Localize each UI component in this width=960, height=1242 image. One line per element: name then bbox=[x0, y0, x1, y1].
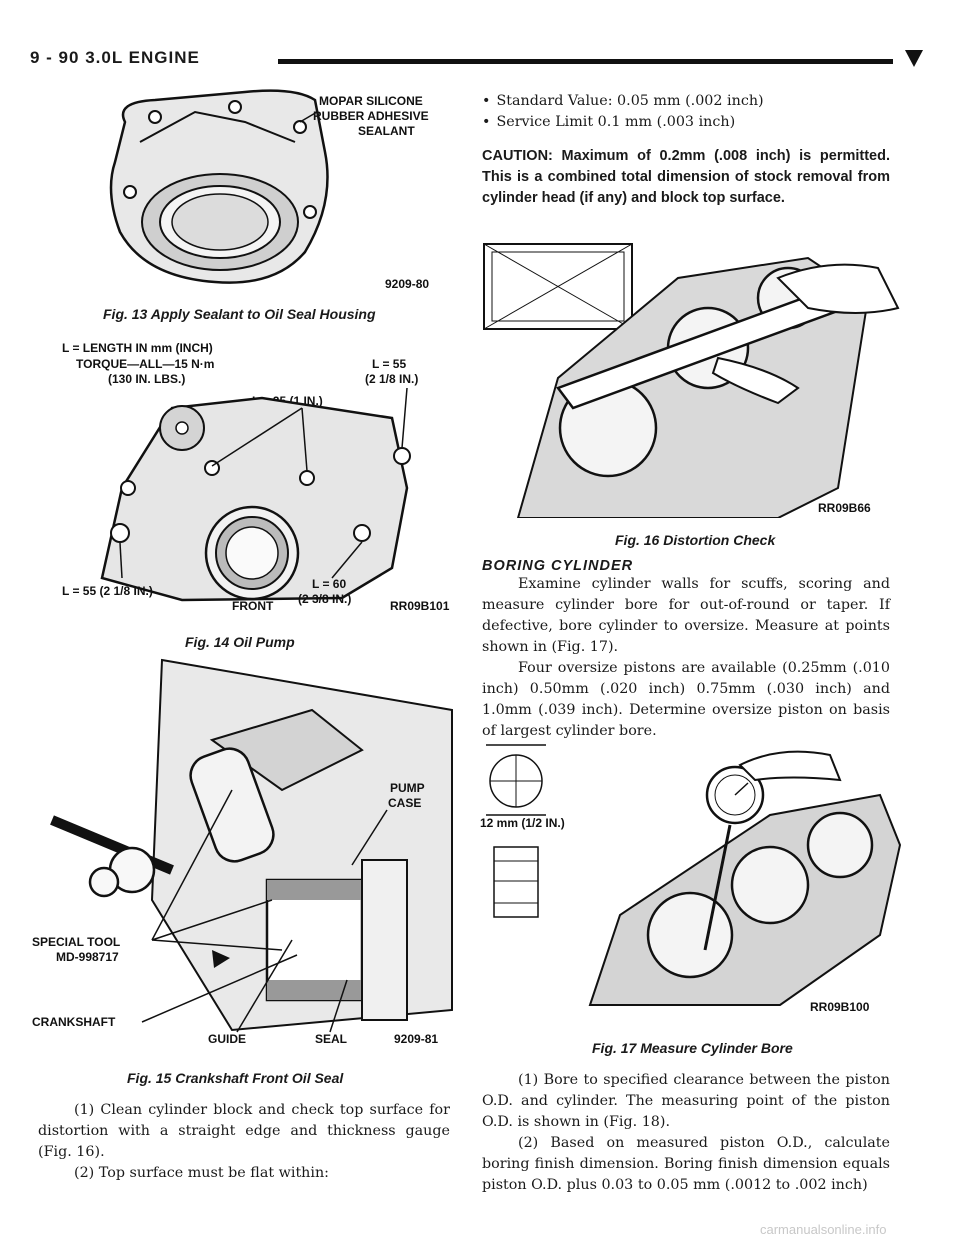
left-para-1: (1) Clean cylinder block and check top s… bbox=[38, 1100, 450, 1163]
fig16-ref: RR09B66 bbox=[818, 501, 871, 515]
bullet-standard: • Standard Value: 0.05 mm (.002 inch) bbox=[482, 91, 764, 112]
fig13-sealant-line2: RUBBER ADHESIVE bbox=[313, 109, 429, 123]
boring-para-2-text: Four oversize pistons are available (0.2… bbox=[482, 660, 890, 739]
boring-para-1: Examine cylinder walls for scuffs, scori… bbox=[482, 574, 890, 658]
fig17-dim: 12 mm (1/2 IN.) bbox=[480, 816, 565, 830]
bore-para-2-text: (2) Based on measured piston O.D., calcu… bbox=[482, 1135, 890, 1193]
section-title-boring: BORING CYLINDER bbox=[482, 558, 634, 574]
fig14-l60-1: L = 60 bbox=[312, 577, 346, 591]
boring-para-1-text: Examine cylinder walls for scuffs, scori… bbox=[482, 576, 890, 655]
left-para-1-text: (1) Clean cylinder block and check top s… bbox=[38, 1102, 450, 1160]
fig14-legend-line1: L = LENGTH IN mm (INCH) bbox=[62, 341, 213, 355]
fig14-l60-2: (2 3/8 IN.) bbox=[298, 592, 351, 606]
watermark: carmanualsonline.info bbox=[760, 1222, 887, 1237]
fig14-l55-top-2: (2 1/8 IN.) bbox=[365, 372, 418, 386]
header-triangle-icon bbox=[905, 50, 923, 67]
fig14-illustration: L = LENGTH IN mm (INCH) TORQUE—ALL—15 N·… bbox=[62, 338, 467, 618]
bore-para-2: (2) Based on measured piston O.D., calcu… bbox=[482, 1133, 890, 1196]
fig15-crankshaft: CRANKSHAFT bbox=[32, 1015, 116, 1029]
bullet-icon: • bbox=[482, 114, 491, 130]
fig15-illustration: PUMP CASE SPECIAL TOOL MD-998717 CRANKSH… bbox=[32, 650, 462, 1045]
fig13-sealant-line1: MOPAR SILICONE bbox=[319, 94, 423, 108]
fig15-ref: 9209-81 bbox=[394, 1032, 438, 1045]
fig15-caption: Fig. 15 Crankshaft Front Oil Seal bbox=[127, 1070, 344, 1086]
fig13-ref: 9209-80 bbox=[385, 277, 429, 291]
fig14-caption: Fig. 14 Oil Pump bbox=[185, 634, 295, 650]
fig17-caption: Fig. 17 Measure Cylinder Bore bbox=[592, 1040, 793, 1056]
fig14-l55-bottom: L = 55 (2 1/8 IN.) bbox=[62, 584, 153, 598]
fig13-sealant-line3: SEALANT bbox=[358, 124, 415, 138]
fig15-pump-case-1: PUMP bbox=[390, 781, 425, 795]
arrow-icon bbox=[212, 950, 230, 968]
fig14-legend-line3: (130 IN. LBS.) bbox=[108, 372, 185, 386]
fig15-pump-case-2: CASE bbox=[388, 796, 421, 810]
bullet-standard-text: Standard Value: 0.05 mm (.002 inch) bbox=[496, 93, 764, 109]
fig13-illustration: MOPAR SILICONE RUBBER ADHESIVE SEALANT 9… bbox=[95, 82, 455, 297]
left-para-2-text: (2) Top surface must be flat within: bbox=[74, 1165, 329, 1181]
page-header-title: 9 - 90 3.0L ENGINE bbox=[30, 48, 200, 67]
fig15-seal: SEAL bbox=[315, 1032, 347, 1045]
fig17-illustration: 12 mm (1/2 IN.) RR09B100 bbox=[480, 735, 905, 1035]
caution-note: CAUTION: Maximum of 0.2mm (.008 inch) is… bbox=[482, 148, 890, 206]
fig17-ref: RR09B100 bbox=[810, 1000, 870, 1014]
fig16-illustration: RR09B66 bbox=[478, 238, 903, 518]
left-para-2: (2) Top surface must be flat within: bbox=[38, 1163, 450, 1184]
bore-para-1: (1) Bore to specified clearance between … bbox=[482, 1070, 890, 1133]
header-rule bbox=[278, 59, 893, 64]
bullet-limit: • Service Limit 0.1 mm (.003 inch) bbox=[482, 112, 735, 133]
fig14-ref: RR09B101 bbox=[390, 599, 450, 613]
fig15-special-tool-2: MD-998717 bbox=[56, 950, 119, 964]
bullet-limit-text: Service Limit 0.1 mm (.003 inch) bbox=[496, 114, 736, 130]
fig14-legend-line2: TORQUE—ALL—15 N·m bbox=[76, 357, 214, 371]
fig15-guide: GUIDE bbox=[208, 1032, 246, 1045]
fig15-special-tool-1: SPECIAL TOOL bbox=[32, 935, 120, 949]
bore-para-1-text: (1) Bore to specified clearance between … bbox=[482, 1072, 890, 1130]
fig13-caption: Fig. 13 Apply Sealant to Oil Seal Housin… bbox=[103, 306, 376, 322]
boring-para-2: Four oversize pistons are available (0.2… bbox=[482, 658, 890, 742]
page-header: 9 - 90 3.0L ENGINE bbox=[30, 42, 935, 72]
fig14-front: FRONT bbox=[232, 599, 274, 613]
fig16-caption: Fig. 16 Distortion Check bbox=[615, 532, 776, 548]
fig14-l55-top-1: L = 55 bbox=[372, 357, 406, 371]
bullet-icon: • bbox=[482, 93, 491, 109]
